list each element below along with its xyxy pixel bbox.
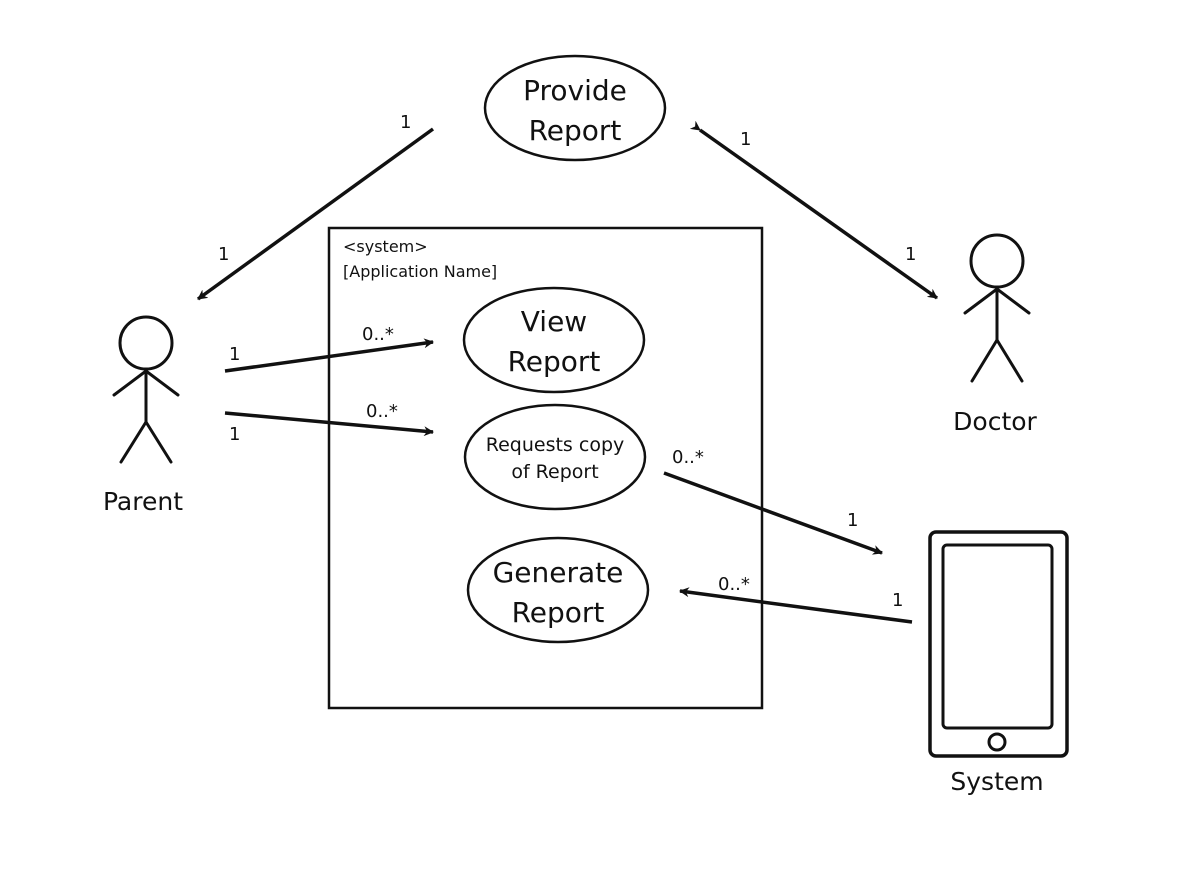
multiplicity-label: 0..* — [362, 324, 394, 345]
use-case-provide-report-line1: Provide — [523, 74, 627, 107]
actor-doctor-label: Doctor — [953, 407, 1037, 436]
association-system-generate — [679, 587, 913, 624]
use-case-request-copy-line1: Requests copy — [486, 434, 625, 456]
multiplicity-label: 1 — [905, 244, 916, 265]
use-case-view-report[interactable]: View Report — [462, 286, 646, 394]
system-stereotype: <system> — [343, 237, 428, 256]
multiplicity-label: 0..* — [366, 401, 398, 422]
actor-doctor[interactable]: Doctor — [953, 233, 1038, 436]
use-case-view-report-line2: Report — [508, 345, 601, 378]
tablet-icon — [928, 530, 1069, 758]
actor-system[interactable]: System — [928, 530, 1069, 796]
multiplicity-label: 1 — [229, 424, 240, 445]
actor-parent-label: Parent — [103, 487, 183, 516]
multiplicity-label: 0..* — [718, 574, 750, 595]
use-case-generate-report[interactable]: Generate Report — [466, 536, 650, 644]
association-doctor-provide — [689, 120, 939, 300]
multiplicity-label: 1 — [400, 112, 411, 133]
actor-parent[interactable]: Parent — [103, 315, 183, 516]
association-request-system — [663, 471, 883, 555]
association-parent-view — [224, 338, 434, 373]
use-case-request-copy-line2: of Report — [511, 461, 598, 483]
multiplicity-label: 1 — [847, 510, 858, 531]
use-case-provide-report-line2: Report — [529, 114, 622, 147]
association-provide-to-parent — [196, 127, 435, 301]
stick-figure-icon — [112, 315, 180, 464]
multiplicity-label: 1 — [740, 129, 751, 150]
use-case-provide-report[interactable]: Provide Report — [483, 54, 667, 162]
actor-system-label: System — [950, 767, 1043, 796]
use-case-view-report-line1: View — [521, 305, 587, 338]
multiplicity-label: 1 — [218, 244, 229, 265]
use-case-generate-report-line2: Report — [512, 596, 605, 629]
stick-figure-icon — [963, 233, 1031, 383]
multiplicity-label: 0..* — [672, 447, 704, 468]
use-case-generate-report-line1: Generate — [493, 556, 624, 589]
multiplicity-label: 1 — [229, 344, 240, 365]
use-case-request-copy[interactable]: Requests copy of Report — [463, 403, 647, 511]
association-parent-request — [224, 411, 434, 437]
multiplicity-label: 1 — [892, 590, 903, 611]
system-name: [Application Name] — [343, 262, 497, 281]
